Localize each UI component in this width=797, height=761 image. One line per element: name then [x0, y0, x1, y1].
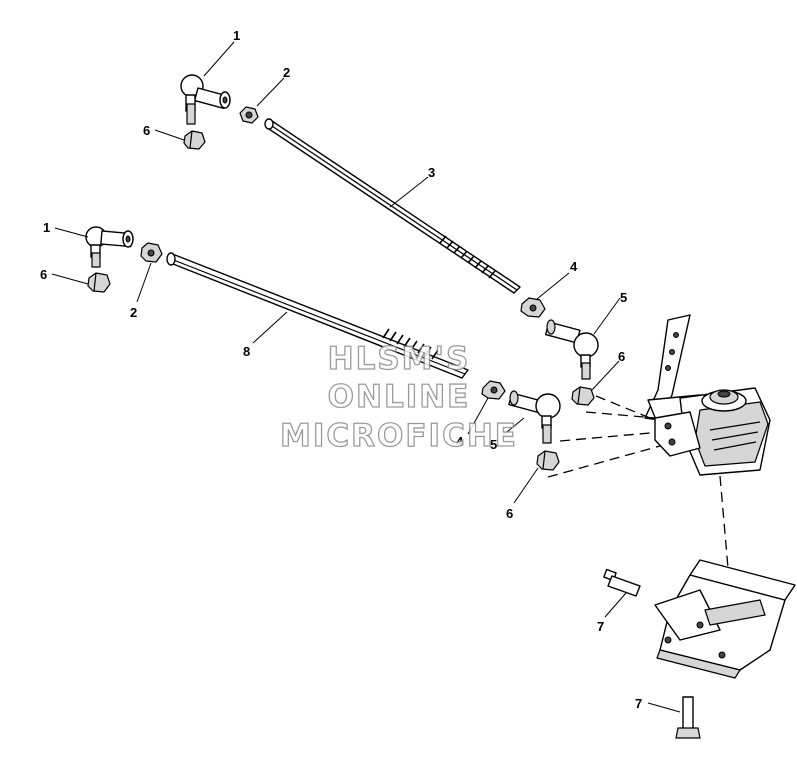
bolt-lower — [675, 696, 701, 739]
leader-lines — [51, 41, 681, 713]
hex-nut-lower-right — [536, 450, 560, 471]
callout-6-left: 6 — [40, 267, 47, 282]
callout-6-lower: 6 — [506, 506, 513, 521]
upper-control-rod — [264, 118, 521, 294]
hex-nut-upper-left — [183, 130, 206, 150]
hex-nut-upper-rod-end — [520, 297, 546, 318]
callout-5-upper: 5 — [620, 290, 627, 305]
ball-joint-lower-right — [508, 390, 561, 444]
hex-nut-mid-right — [571, 386, 595, 406]
upper-rod-threads — [439, 235, 496, 279]
ball-joint-left — [85, 226, 134, 268]
callout-5-lower: 5 — [490, 437, 497, 452]
callout-2-upper: 2 — [283, 65, 290, 80]
ball-joint-upper-right — [544, 319, 599, 380]
hex-nut-lower-rod-end — [481, 380, 506, 400]
lower-rod-threads — [382, 328, 439, 360]
callout-8: 8 — [243, 344, 250, 359]
callout-labels: 1 2 6 3 1 6 2 8 4 5 6 4 5 6 7 7 — [40, 28, 642, 711]
watermark-line-2: ONLINE — [328, 379, 471, 415]
bolt-upper — [603, 568, 641, 597]
mounting-bracket — [654, 559, 796, 679]
callout-1-upper: 1 — [233, 28, 240, 43]
callout-3: 3 — [428, 165, 435, 180]
control-unit-assembly — [644, 314, 771, 476]
callout-4-lower: 4 — [456, 434, 464, 449]
callout-1-left: 1 — [43, 220, 50, 235]
hex-nut-far-left — [87, 272, 111, 293]
watermark-line-3: MICROFICHE — [280, 418, 518, 454]
watermark: HLSM'S ONLINE MICROFICHE — [279, 340, 518, 454]
callout-4-upper: 4 — [570, 259, 578, 274]
hex-nut-left — [140, 242, 163, 263]
callout-7-upper: 7 — [597, 619, 604, 634]
callout-2-left: 2 — [130, 305, 137, 320]
callout-6-mid: 6 — [618, 349, 625, 364]
hex-nut-upper — [239, 106, 259, 124]
lower-control-rod — [166, 252, 469, 379]
callout-7-lower: 7 — [635, 696, 642, 711]
callout-6-upper: 6 — [143, 123, 150, 138]
assembly-guide-lines — [547, 395, 729, 569]
watermark-line-1: HLSM'S — [328, 341, 471, 377]
ball-joint-upper-left — [180, 74, 231, 125]
